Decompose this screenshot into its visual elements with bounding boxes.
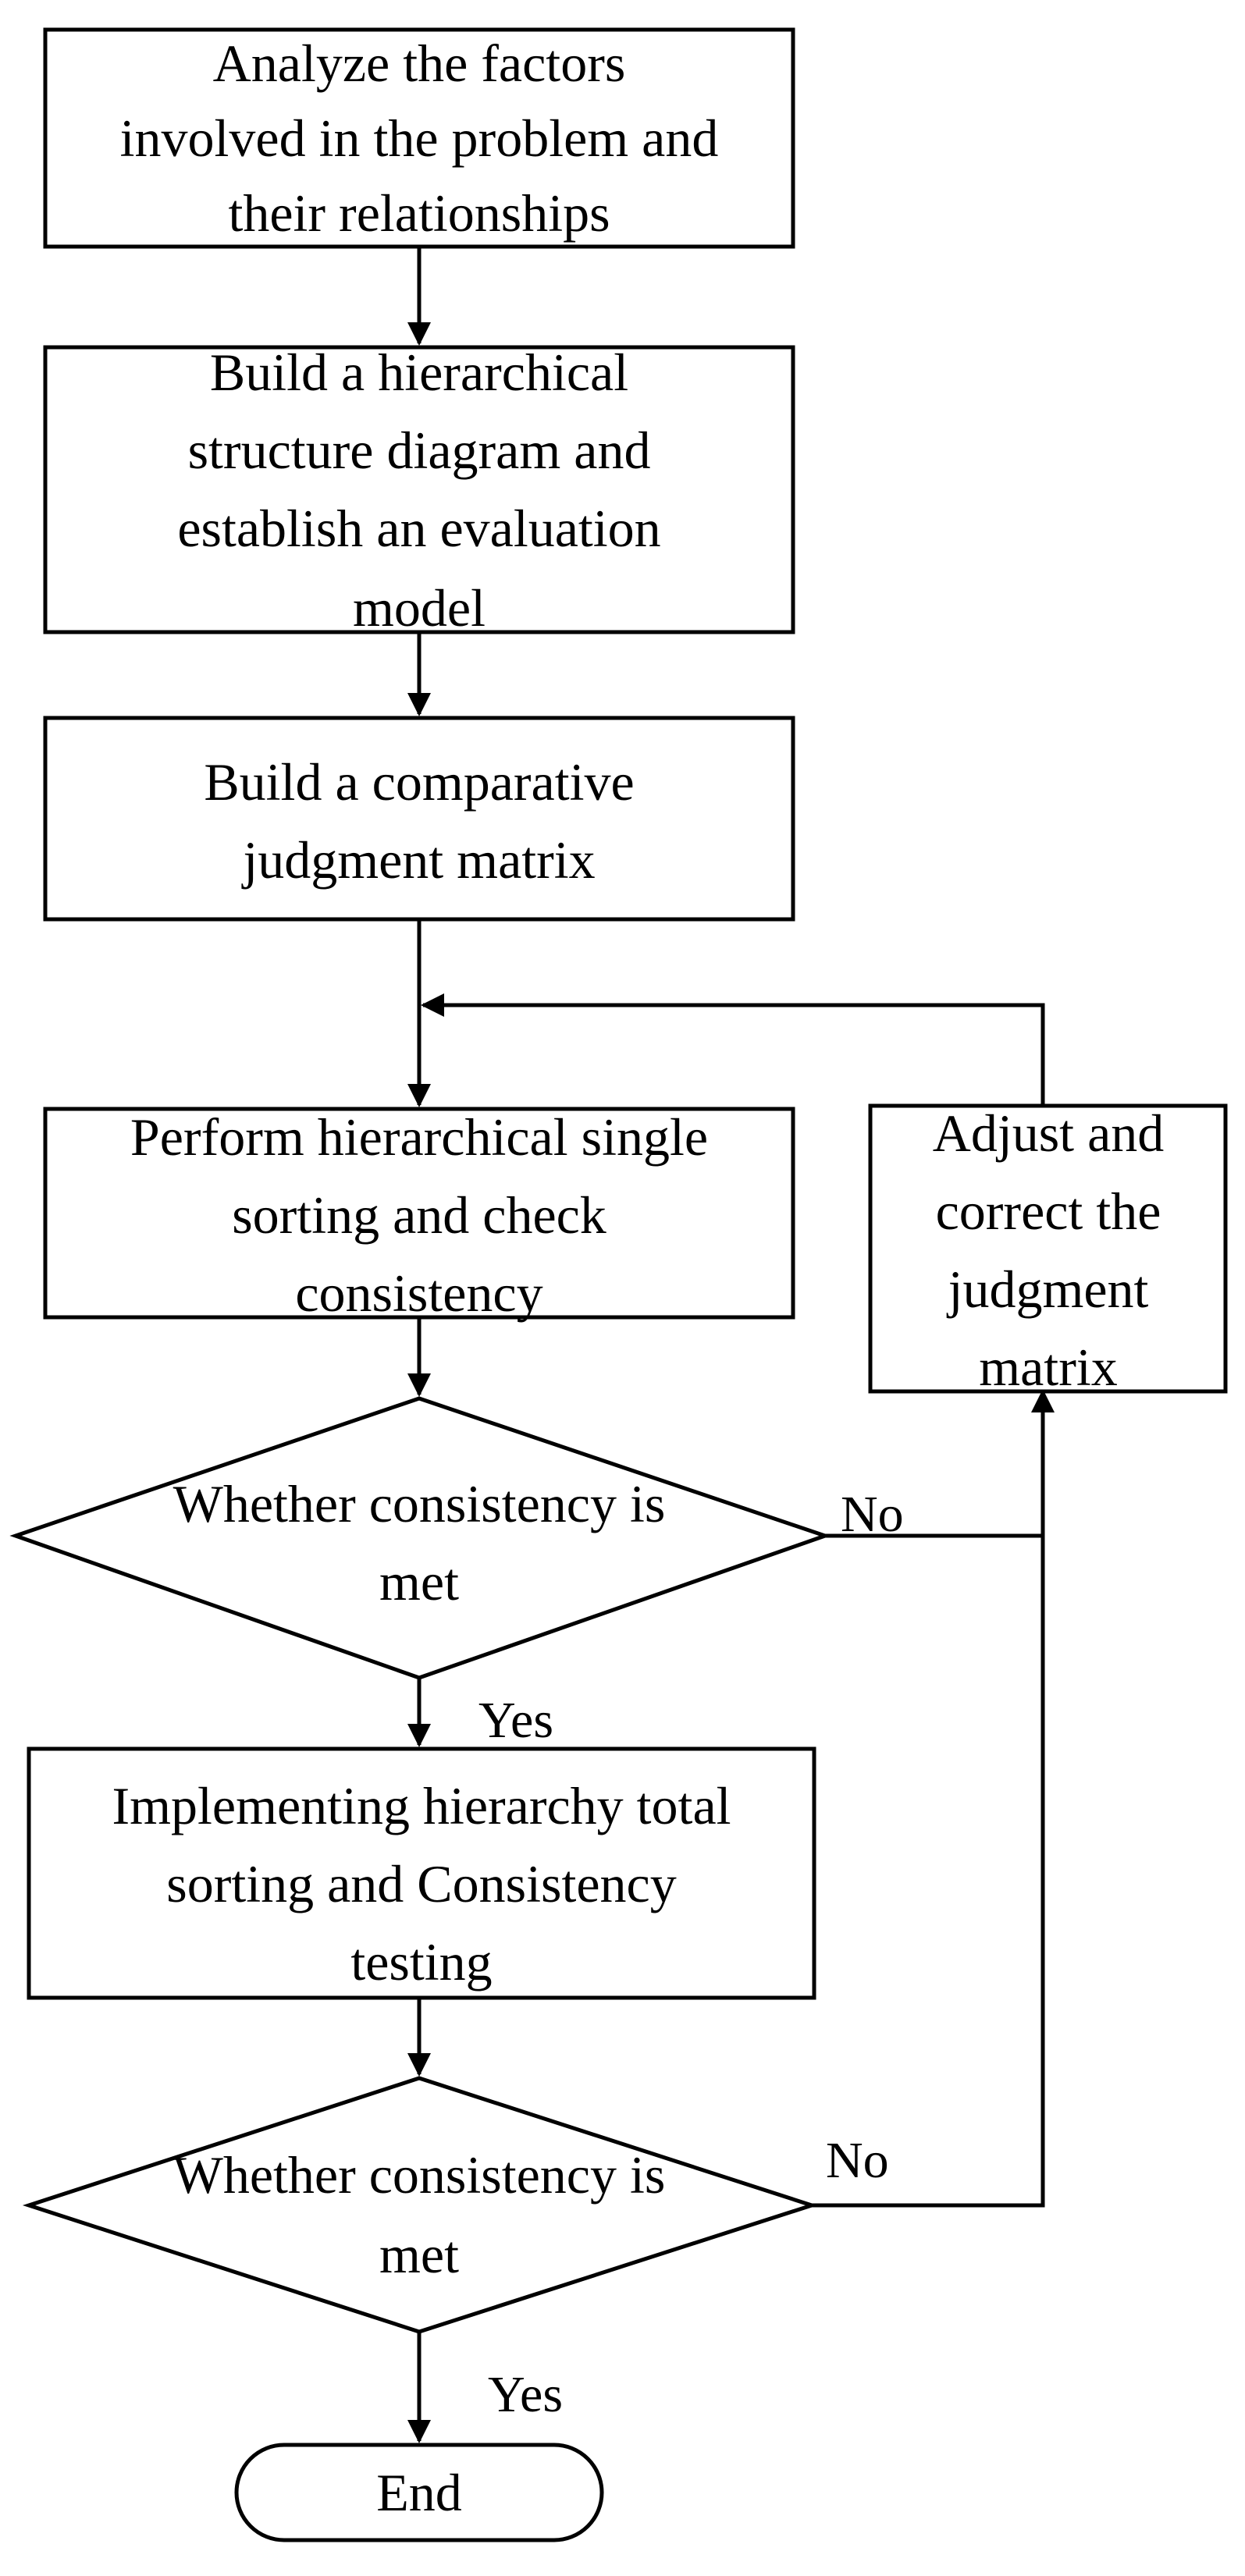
node-single-sorting: Perform hierarchical single sorting and … — [43, 1107, 795, 1323]
node-total-sorting-line-1: Implementing hierarchy total — [112, 1776, 731, 1835]
connectors — [407, 247, 1055, 2443]
node-analyze: Analyze the factors involved in the prob… — [43, 27, 795, 249]
node-build-hierarchy-line-4: model — [353, 578, 486, 638]
node-single-sorting-line-1: Perform hierarchical single — [130, 1107, 708, 1167]
node-adjust-matrix-line-3: judgment — [947, 1260, 1149, 1319]
node-build-hierarchy-line-3: establish an evaluation — [177, 499, 660, 558]
node-end: End — [234, 2443, 604, 2542]
node-decision-2-line-2: met — [379, 2225, 459, 2284]
node-end-label: End — [376, 2463, 462, 2522]
node-decision-1-line-1: Whether consistency is — [173, 1474, 666, 1533]
decision-1-yes-label: Yes — [478, 1692, 553, 1749]
node-total-sorting-line-2: sorting and Consistency — [166, 1854, 677, 1913]
node-total-sorting: Implementing hierarchy total sorting and… — [27, 1746, 816, 2000]
decision-1-no-label: No — [841, 1486, 904, 1543]
node-decision-1-line-2: met — [379, 1552, 459, 1611]
node-build-matrix: Build a comparative judgment matrix — [43, 716, 795, 922]
node-build-matrix-line-2: judgment matrix — [241, 830, 595, 890]
decision-2-no-label: No — [826, 2132, 889, 2189]
edge-decision-2-no-to-adjust — [812, 1389, 1055, 2208]
edge-adjust-to-single-sorting-loop — [421, 993, 1045, 1106]
node-adjust-matrix-line-2: correct the — [936, 1181, 1161, 1241]
node-decision-2: Whether consistency is met — [22, 2076, 819, 2334]
edge-labels: No Yes No Yes — [478, 1486, 904, 2423]
node-analyze-line-1: Analyze the factors — [213, 34, 626, 93]
node-adjust-matrix-line-1: Adjust and — [933, 1103, 1165, 1163]
node-decision-2-line-1: Whether consistency is — [173, 2145, 666, 2205]
node-adjust-matrix: Adjust and correct the judgment matrix — [868, 1103, 1228, 1397]
node-build-hierarchy: Build a hierarchical structure diagram a… — [43, 343, 795, 638]
decision-2-yes-label: Yes — [488, 2366, 563, 2423]
node-build-matrix-line-1: Build a comparative — [204, 752, 634, 812]
node-single-sorting-line-3: consistency — [295, 1263, 542, 1323]
node-single-sorting-line-2: sorting and check — [232, 1185, 606, 1245]
node-analyze-line-3: their relationships — [228, 183, 610, 243]
node-total-sorting-line-3: testing — [350, 1932, 492, 1992]
node-analyze-line-2: involved in the problem and — [120, 108, 719, 168]
node-adjust-matrix-line-4: matrix — [979, 1338, 1118, 1397]
node-decision-1: Whether consistency is met — [9, 1396, 831, 1680]
node-build-hierarchy-line-1: Build a hierarchical — [210, 343, 628, 402]
node-build-hierarchy-line-2: structure diagram and — [188, 421, 651, 480]
